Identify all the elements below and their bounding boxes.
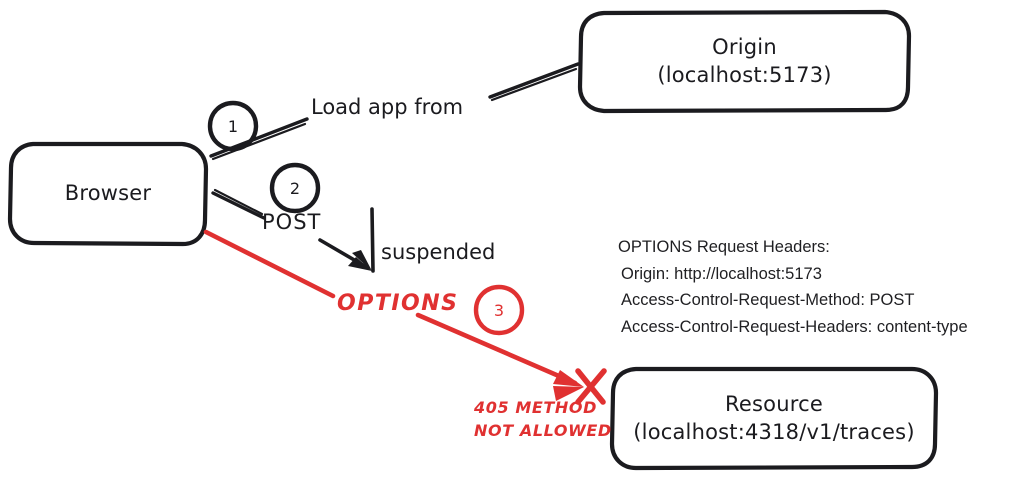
headers-panel-title: OPTIONS Request Headers: [618, 238, 830, 256]
node-browser-title: Browser [64, 180, 152, 205]
step-3-circle [473, 284, 525, 336]
header-line-request-method: Access-Control-Request-Method: POST [621, 291, 915, 310]
node-origin-address: (localhost:5173) [657, 62, 832, 87]
resource-box-outline [609, 366, 939, 471]
step-badge-1[interactable]: 1 [227, 116, 239, 136]
step-1-circle [207, 100, 259, 152]
error-caption: 405 METHOD NOT ALLOWED [474, 396, 612, 442]
node-resource-address: (localhost:4318/v1/traces) [633, 419, 915, 444]
edge-label-options: OPTIONS [337, 291, 459, 316]
node-resource[interactable]: Resource (localhost:4318/v1/traces) [612, 368, 936, 469]
step-2-circle [269, 162, 321, 214]
edge-label-load-app-from: Load app from [311, 95, 464, 119]
node-browser[interactable]: Browser [10, 143, 206, 244]
error-caption-line-1: 405 METHOD [474, 398, 598, 417]
annotation-suspended: suspended [381, 240, 496, 264]
options-request-headers-panel: OPTIONS Request Headers: Origin: http://… [618, 234, 968, 341]
node-origin-title: Origin [712, 34, 777, 59]
arrow-suspended [318, 207, 375, 273]
node-origin[interactable]: Origin (localhost:5173) [580, 12, 909, 111]
error-caption-line-2: NOT ALLOWED [474, 421, 612, 441]
step-badge-3[interactable]: 3 [493, 300, 505, 320]
node-resource-title: Resource [725, 391, 823, 416]
arrow-options-segment-b [415, 312, 584, 401]
arrow-load-app-segment-b [488, 62, 580, 102]
header-line-origin: Origin: http://localhost:5173 [621, 264, 822, 283]
arrow-post-segment [211, 188, 266, 220]
arrow-options-segment-a [203, 229, 336, 299]
origin-box-outline [577, 9, 912, 114]
header-line-request-headers: Access-Control-Request-Headers: content-… [621, 318, 968, 337]
failure-x-marker [575, 368, 607, 405]
edge-label-post: POST [262, 210, 322, 234]
step-badge-2[interactable]: 2 [289, 178, 301, 198]
browser-box-outline [7, 141, 209, 247]
